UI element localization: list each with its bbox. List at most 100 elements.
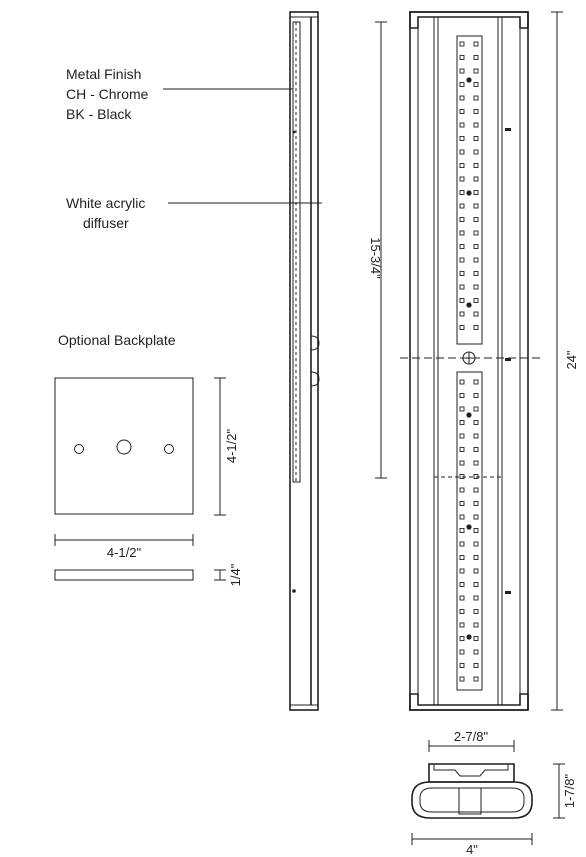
led-chip (459, 420, 465, 425)
led-chip (473, 217, 479, 222)
front-top-cap (409, 11, 529, 29)
led-chip (473, 203, 479, 209)
led-chip (459, 298, 465, 303)
led-chip (473, 230, 479, 236)
led-board-screw (466, 190, 472, 196)
led-chip (473, 663, 479, 668)
led-chip (473, 41, 479, 47)
led-chip (459, 122, 465, 128)
backplate-depth-dimension: 1/4" (214, 563, 243, 586)
backplate-hole-center (116, 439, 132, 455)
led-chip (459, 163, 465, 168)
metal-finish-black: BK - Black (66, 106, 132, 122)
led-chip (473, 420, 479, 425)
backplate-height-label: 4-1/2" (224, 428, 239, 463)
led-chip (473, 406, 479, 412)
led-chip (473, 636, 479, 641)
led-chip (473, 501, 479, 506)
led-board-screw (466, 412, 472, 418)
led-chip (459, 406, 465, 412)
led-chip (473, 474, 479, 479)
led-chip (473, 311, 479, 317)
diffuser-label-line2: diffuser (83, 215, 129, 231)
led-chip (473, 487, 479, 493)
led-chip (459, 41, 465, 47)
led-chip (473, 555, 479, 560)
overall-height-label: 24" (564, 350, 579, 369)
led-chip (473, 244, 479, 249)
led-chip (459, 528, 465, 533)
led-board-lower (456, 371, 483, 691)
led-chip (473, 676, 479, 682)
led-chip (473, 528, 479, 533)
led-board-screw (466, 77, 472, 83)
led-chip (473, 649, 479, 655)
led-chip (459, 176, 465, 182)
backplate-width-dimension: 4-1/2" (54, 534, 194, 560)
led-board-upper (456, 35, 483, 345)
led-length-label: 15-3/4" (368, 237, 383, 279)
backplate-width-label: 4-1/2" (107, 545, 142, 560)
led-chip (459, 190, 465, 195)
led-chip (473, 582, 479, 587)
led-chip (459, 568, 465, 574)
diffuser-label-line1: White acrylic (66, 195, 145, 211)
led-chip (473, 82, 479, 87)
backplate-title: Optional Backplate (58, 332, 176, 348)
led-board-screw (466, 634, 472, 640)
led-board-screw (466, 524, 472, 530)
led-chip (459, 257, 465, 263)
section-depth-label: 1-7/8" (562, 773, 577, 808)
led-chip (459, 460, 465, 466)
led-length-dimension: 15-3/4" (368, 21, 387, 479)
led-chip (473, 284, 479, 290)
led-chip (459, 487, 465, 493)
led-chip (459, 136, 465, 141)
led-chip (473, 433, 479, 439)
led-chip (473, 149, 479, 155)
led-chip (459, 582, 465, 587)
backplate-front-view (54, 377, 194, 515)
front-bottom-cap (409, 693, 529, 711)
led-chip (473, 136, 479, 141)
led-chip (459, 95, 465, 101)
overall-height-dimension: 24" (551, 11, 579, 711)
led-chip (473, 271, 479, 276)
led-chip (473, 595, 479, 601)
led-chip (459, 244, 465, 249)
led-chip (473, 568, 479, 574)
led-chip (459, 663, 465, 668)
led-chip (459, 447, 465, 452)
led-chip (473, 514, 479, 520)
led-chip (459, 636, 465, 641)
end-mount-block (458, 787, 482, 815)
backplate-hole-left (74, 444, 84, 454)
led-chip (459, 393, 465, 398)
led-chip (473, 393, 479, 398)
led-chip (459, 676, 465, 682)
led-chip (459, 433, 465, 439)
led-chip (473, 541, 479, 547)
led-chip (473, 325, 479, 330)
fixture-front-view (400, 11, 540, 711)
led-chip (473, 163, 479, 168)
led-chip (459, 541, 465, 547)
led-chip (459, 271, 465, 276)
backplate-side-view (54, 569, 194, 581)
led-chip (459, 149, 465, 155)
led-chip (459, 555, 465, 560)
led-chip (473, 609, 479, 614)
backplate-height-dimension: 4-1/2" (214, 377, 239, 516)
led-chip (473, 190, 479, 195)
led-chip (459, 55, 465, 60)
metal-finish-title: Metal Finish (66, 66, 141, 82)
side-body-outline (289, 11, 319, 711)
led-chip (459, 284, 465, 290)
led-chip (459, 474, 465, 479)
led-chip (459, 514, 465, 520)
led-chip (459, 68, 465, 74)
backplate-outline (54, 377, 194, 515)
led-chip (473, 95, 479, 101)
front-body-outline (409, 11, 529, 711)
led-chip (459, 609, 465, 614)
